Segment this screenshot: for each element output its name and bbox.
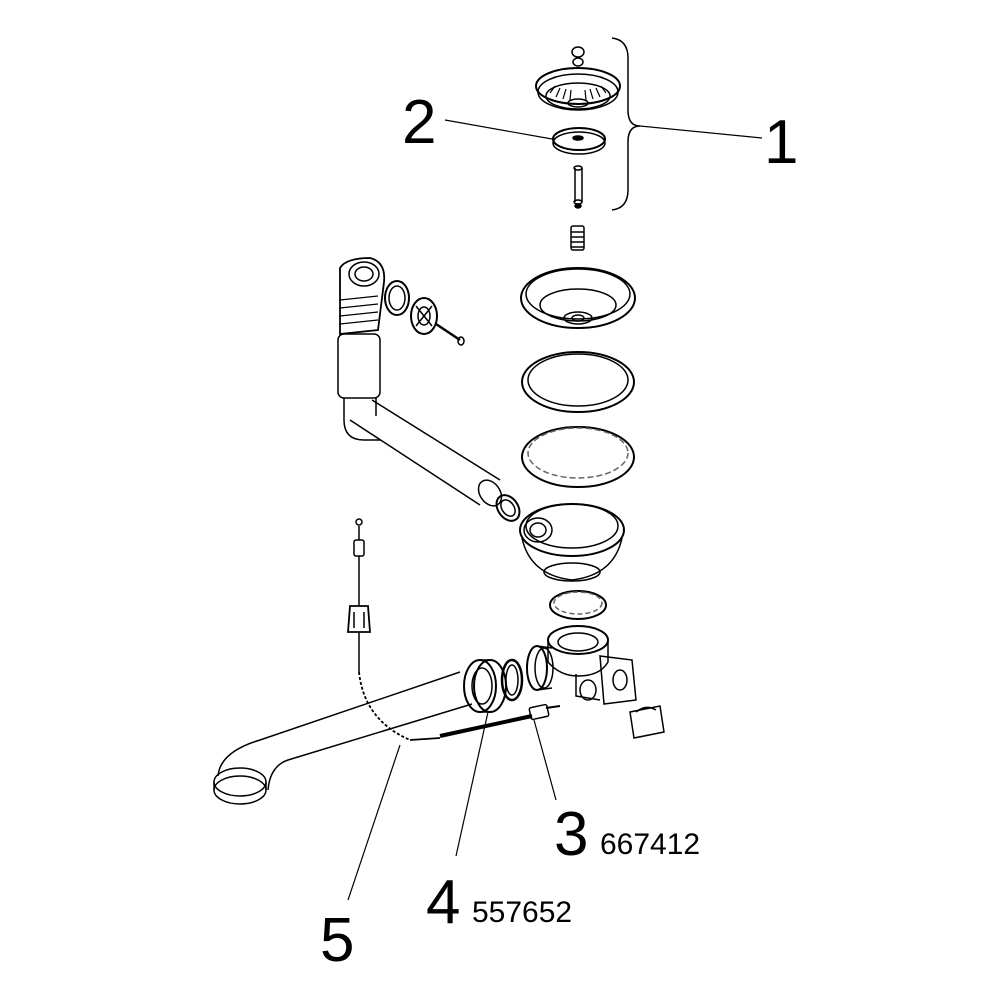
part-number-4: 557652	[472, 896, 573, 929]
leader-line-3	[533, 719, 557, 801]
callout-number-4: 4	[426, 868, 461, 937]
valve-plate	[552, 127, 606, 155]
callout-number-5: 5	[320, 906, 355, 975]
overflow-cover	[410, 297, 438, 335]
callout-number-3: 3	[554, 800, 589, 869]
gasket-ring-1	[521, 351, 635, 413]
drain-bowl	[519, 503, 625, 582]
pin	[573, 165, 583, 209]
spring	[570, 225, 585, 251]
drain-flange	[520, 267, 636, 329]
clip	[629, 705, 665, 739]
overflow-screw	[435, 322, 465, 346]
leader-line-5	[347, 744, 401, 901]
callout-number-2: 2	[402, 88, 437, 157]
leader-line-4	[455, 711, 489, 857]
bowden-cable	[347, 518, 561, 741]
threaded-nipple	[526, 645, 554, 691]
tail-pipe	[213, 671, 473, 805]
gasket-ring-2	[521, 426, 635, 488]
strainer-basket	[535, 46, 621, 111]
valve-body	[547, 625, 637, 705]
callout-number-1: 1	[764, 108, 799, 177]
part-number-3: 667412	[600, 828, 701, 861]
leader-line-1	[639, 125, 763, 139]
leader-line-2	[444, 119, 553, 140]
group-bracket	[611, 37, 641, 211]
nut-o-ring	[500, 658, 524, 702]
o-ring	[549, 590, 607, 620]
overflow-ring	[384, 280, 410, 316]
overflow-assembly	[337, 257, 521, 522]
